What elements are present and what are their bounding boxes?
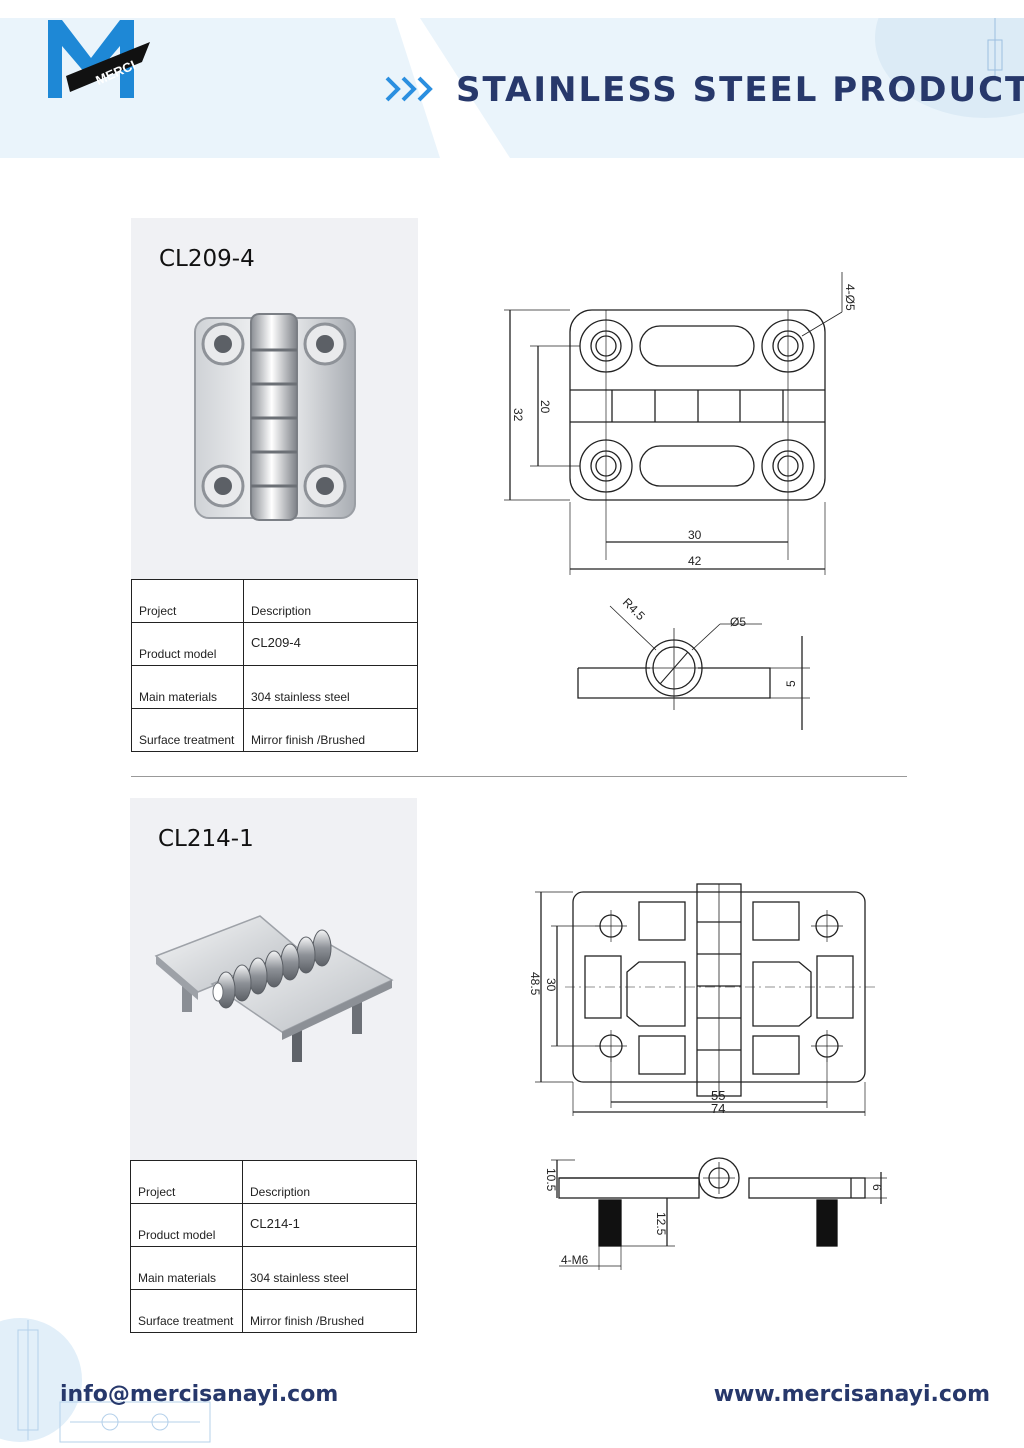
row-label: Main materials [131, 665, 244, 709]
footer-website-link[interactable]: www.mercisanayi.com [713, 1382, 990, 1407]
dim-label: 6 [870, 1184, 884, 1191]
table-row: Project Description [130, 1160, 417, 1204]
spec-table-cl209-4: Project Description Product model CL209-… [131, 579, 418, 752]
table-row: Surface treatment Mirror finish /Brushed [130, 1289, 417, 1333]
row-value: CL214-1 [242, 1203, 417, 1247]
table-header-description: Description [243, 579, 418, 623]
footer-decoration [0, 1318, 211, 1443]
hinge-photo-cl209-4 [194, 313, 356, 521]
page-title: STAINLESS STEEL PRODUCTS [456, 70, 1024, 110]
hinge-photo-cl214-1 [154, 915, 394, 1062]
row-value: Mirror finish /Brushed [242, 1289, 417, 1333]
dim-label: 55 [711, 1088, 725, 1103]
dim-label: 32 [511, 408, 525, 422]
dim-label: 30 [688, 528, 702, 542]
spec-table-cl214-1: Project Description Product model CL214-… [130, 1160, 417, 1333]
technical-drawing-cl214-1-top: 48.5 30 55 74 [528, 883, 875, 1116]
row-label: Main materials [130, 1246, 243, 1290]
merci-logo: MERCI [48, 20, 150, 98]
dim-label: 5 [784, 680, 798, 687]
row-label: Surface treatment [130, 1289, 243, 1333]
row-label: Product model [130, 1203, 243, 1247]
row-label: Surface treatment [131, 708, 244, 752]
table-header-project: Project [131, 579, 244, 623]
row-value: CL209-4 [243, 622, 418, 666]
technical-drawing-cl214-1-side: 10.5 12.5 6 4-M6 [544, 1157, 887, 1270]
chevron-arrows-icon [385, 76, 433, 102]
technical-drawing-cl209-4-side: R4.5 Ø5 5 [577, 598, 810, 730]
dim-label: 30 [544, 978, 558, 992]
section-divider [131, 776, 907, 777]
product-model-title: CL214-1 [158, 826, 254, 852]
product-panel-cl214-1: CL214-1 [130, 798, 417, 1161]
row-value: Mirror finish /Brushed [243, 708, 418, 752]
dim-label: 4-M6 [561, 1253, 589, 1267]
dim-label: 12.5 [654, 1212, 668, 1236]
product-model-title: CL209-4 [159, 246, 255, 272]
product-panel-cl209-4: CL209-4 [131, 218, 418, 580]
table-row: Product model CL209-4 [131, 622, 418, 666]
dim-label: Ø5 [730, 615, 746, 629]
table-row: Surface treatment Mirror finish /Brushed [131, 708, 418, 752]
table-row: Project Description [131, 579, 418, 623]
table-row: Main materials 304 stainless steel [130, 1246, 417, 1290]
table-row: Product model CL214-1 [130, 1203, 417, 1247]
row-label: Product model [131, 622, 244, 666]
technical-drawing-cl209-4-top: 32 20 30 42 4-Ø5 [504, 272, 857, 575]
dim-label: 42 [688, 554, 702, 568]
footer-email-link[interactable]: info@mercisanayi.com [60, 1382, 339, 1407]
table-header-description: Description [242, 1160, 417, 1204]
dim-label: 4-Ø5 [843, 284, 857, 311]
row-value: 304 stainless steel [242, 1246, 417, 1290]
table-header-project: Project [130, 1160, 243, 1204]
dim-label: 74 [711, 1101, 725, 1116]
row-value: 304 stainless steel [243, 665, 418, 709]
dim-label: 20 [538, 400, 552, 414]
table-row: Main materials 304 stainless steel [131, 665, 418, 709]
dim-label: 10.5 [544, 1168, 558, 1192]
dim-label: 48.5 [528, 972, 542, 996]
